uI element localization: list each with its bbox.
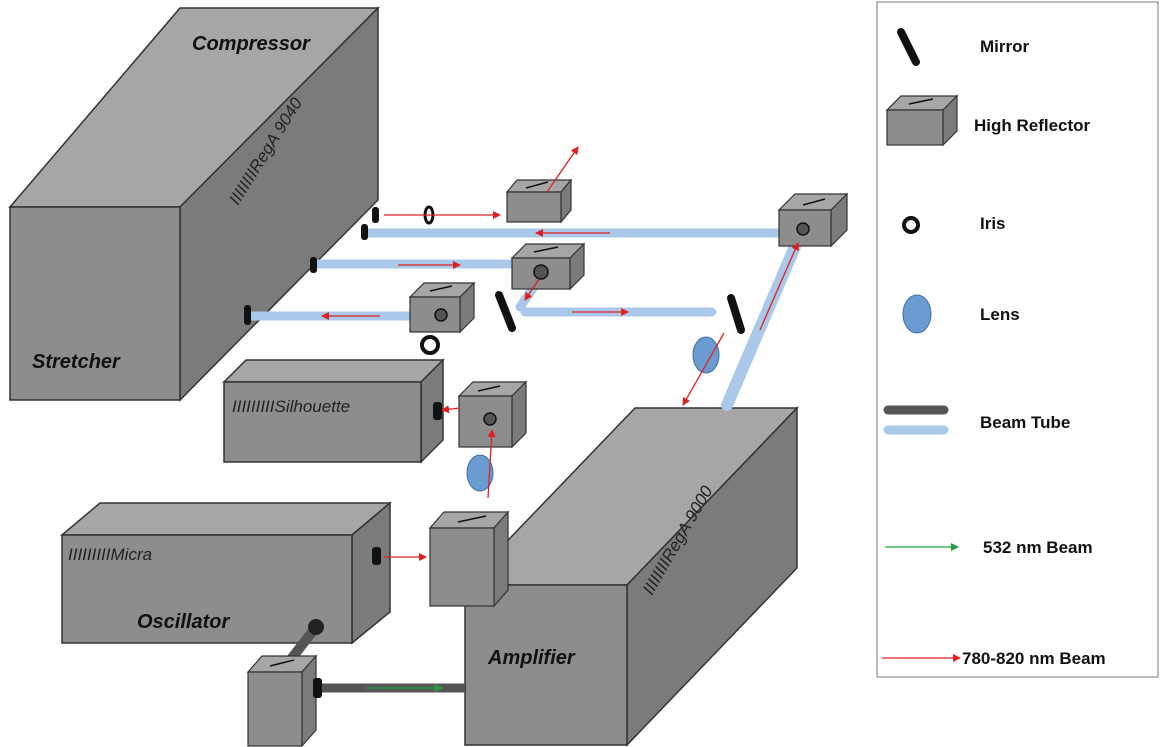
mirror — [495, 291, 516, 332]
ports — [244, 207, 442, 698]
high-reflector — [777, 192, 849, 248]
micra-top — [59, 502, 393, 536]
oscillator-label: Oscillator — [137, 611, 230, 633]
lens — [466, 454, 494, 492]
port — [308, 619, 324, 635]
high-reflector — [510, 242, 586, 291]
red-beams — [321, 146, 799, 561]
silhouette-top — [222, 359, 445, 383]
silhouette-label: IIIIIIIIISilhouette — [232, 397, 350, 416]
legend-beam-tube-label: Beam Tube — [980, 413, 1070, 432]
high-reflector — [428, 510, 510, 608]
high-reflector — [457, 380, 528, 449]
compressor-label: Compressor — [192, 33, 311, 55]
high-reflector — [246, 654, 318, 747]
port — [313, 678, 322, 698]
beam-tube-diagonal-long — [721, 222, 809, 411]
port — [372, 207, 379, 223]
high-reflector — [505, 178, 573, 224]
rega-9040-front — [9, 206, 181, 401]
stretcher-label: Stretcher — [32, 351, 121, 373]
legend-mirror-label: Mirror — [980, 37, 1030, 56]
port — [372, 547, 381, 565]
micra-unit — [59, 501, 393, 645]
silhouette-front — [223, 381, 422, 463]
high-reflector-icon — [885, 94, 959, 147]
legend-high-reflector-label: High Reflector — [974, 116, 1091, 135]
legend: Mirror High Reflector Iris Lens Beam Tub… — [876, 1, 1159, 678]
port — [433, 402, 442, 420]
port — [310, 257, 317, 273]
mirror-icon — [897, 28, 920, 66]
micra-front — [61, 534, 353, 644]
legend-lens-label: Lens — [980, 305, 1020, 324]
legend-780-820-label: 780-820 nm Beam — [962, 649, 1106, 668]
rega-9040-unit — [8, 6, 380, 402]
rega-9000-unit — [463, 406, 799, 747]
legend-532-label: 532 nm Beam — [983, 538, 1093, 557]
micra-label: IIIIIIIIIMicra — [68, 545, 152, 564]
high-reflector — [408, 281, 476, 334]
mirror — [727, 294, 745, 334]
silhouette-unit — [222, 358, 445, 464]
iris — [420, 335, 440, 355]
beam-tube-icon — [883, 405, 949, 435]
amplifier-label: Amplifier — [487, 647, 576, 669]
lens — [692, 336, 720, 374]
iris-icon — [902, 216, 920, 234]
high-reflectors — [246, 178, 849, 747]
lens-icon — [902, 294, 932, 334]
port — [361, 224, 368, 240]
port — [244, 305, 251, 325]
legend-iris-label: Iris — [980, 214, 1006, 233]
